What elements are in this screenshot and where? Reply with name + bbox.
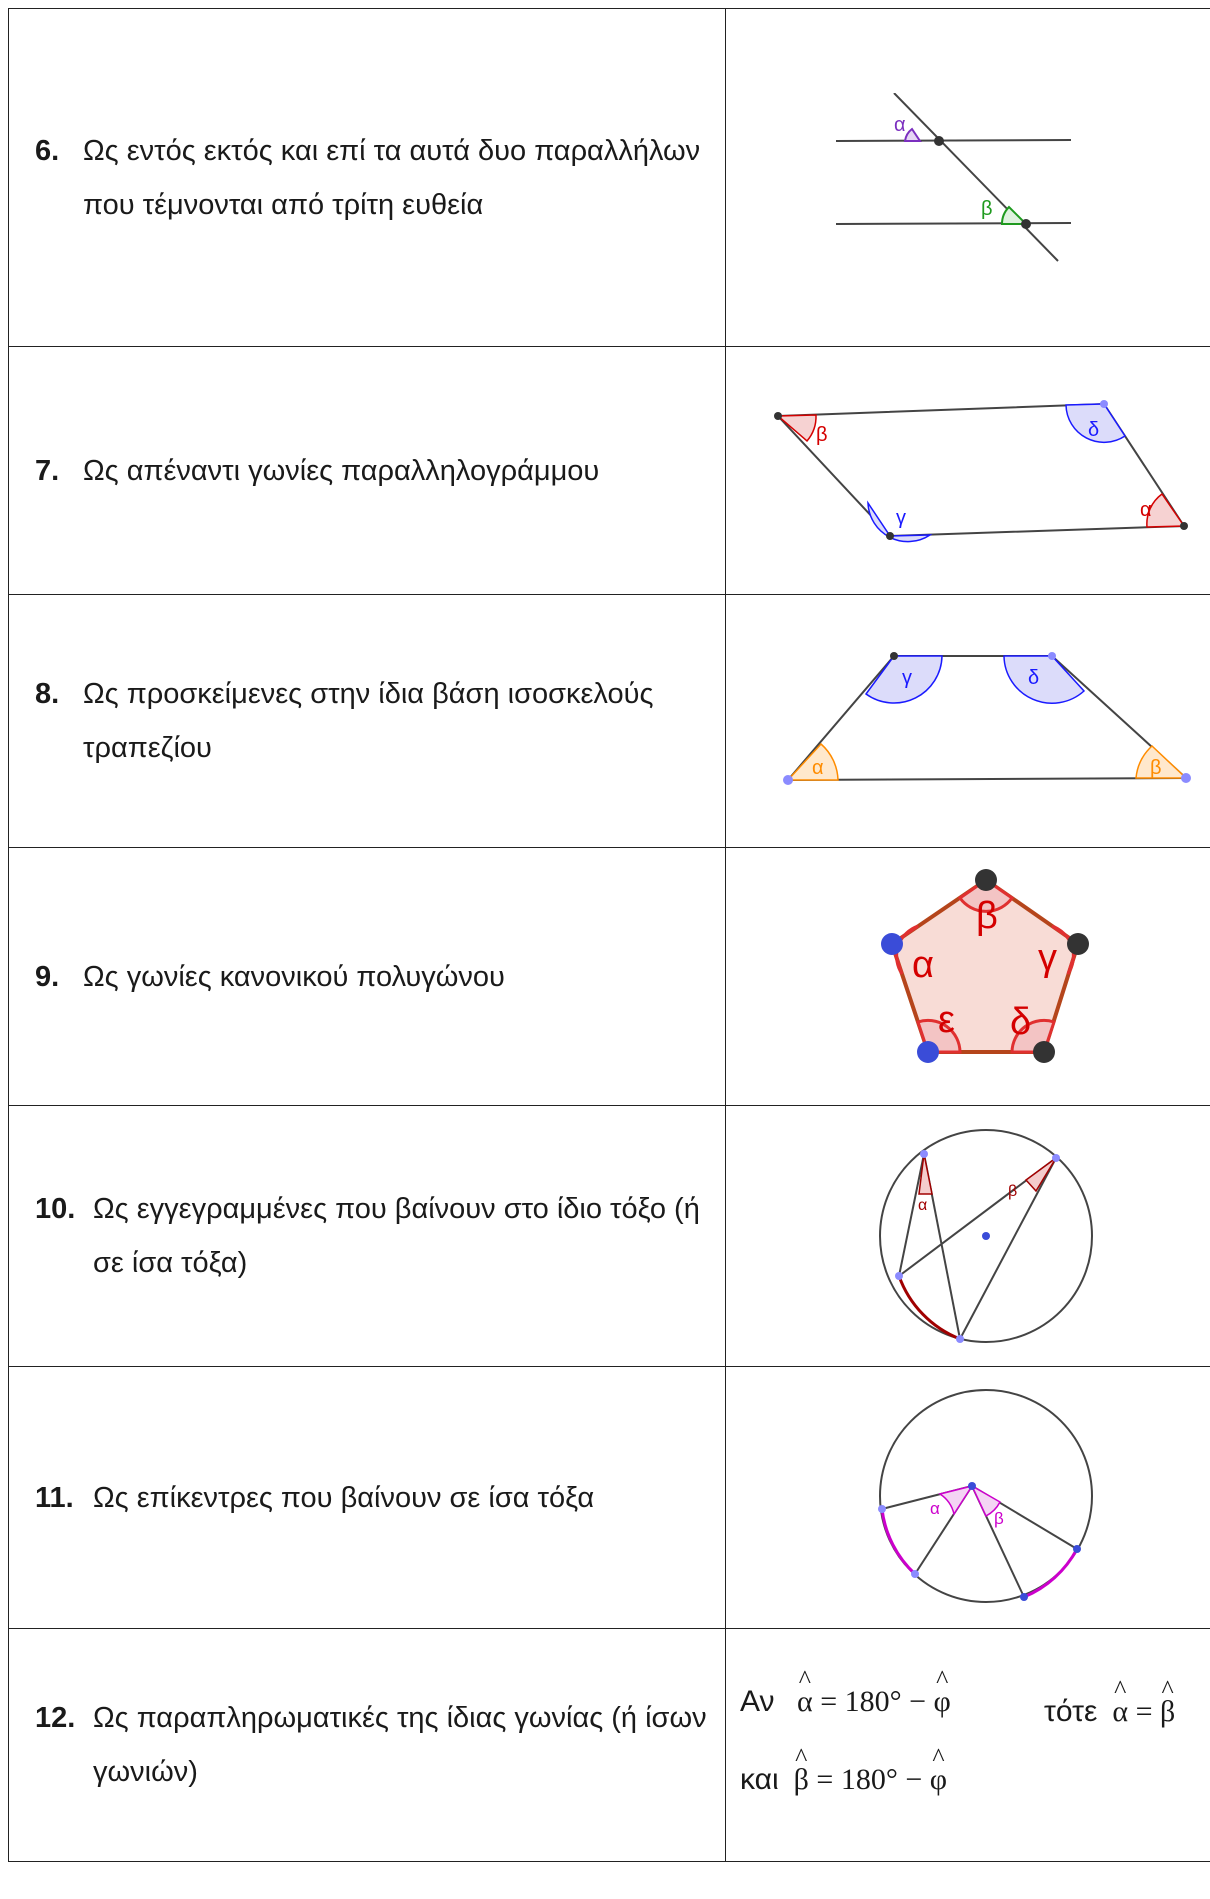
- rhs-1: = 180° −: [820, 1685, 927, 1718]
- row-text-cell: 12. Ως παραπληρωματικές της ίδιας γωνίας …: [8, 1628, 726, 1862]
- angle-label-gamma: γ: [1038, 937, 1057, 979]
- item-text: Ως εντός εκτός και επί τα αυτά δυο παραλ…: [83, 134, 701, 221]
- angle-label-alpha: α: [1140, 499, 1152, 521]
- item-text: Ως γωνίες κανονικού πολυγώνου: [83, 960, 505, 993]
- row-text-cell: 9. Ως γωνίες κανονικού πολυγώνου: [8, 847, 726, 1106]
- item-number: 8.: [35, 678, 60, 710]
- table-row: 9. Ως γωνίες κανονικού πολυγώνου β α γ ε …: [8, 847, 1210, 1106]
- table-row: 8. Ως προσκείμενες στην ίδια βάση ισοσκελ…: [8, 594, 1210, 848]
- angle-label-gamma: γ: [902, 667, 912, 689]
- angle-label-beta: β: [1150, 757, 1162, 779]
- if-word: Αν: [740, 1685, 775, 1718]
- beta-hat-1: β: [794, 1763, 809, 1797]
- item-text: Ως παραπληρωματικές της ίδιας γωνίας (ή …: [93, 1702, 707, 1788]
- angle-label-alpha: α: [912, 944, 934, 986]
- angle-label-epsilon: ε: [938, 999, 955, 1041]
- row-figure-cell: α β: [725, 1366, 1210, 1629]
- angle-label-alpha: α: [930, 1499, 940, 1518]
- angle-label-delta: δ: [1028, 667, 1039, 689]
- item-text: Ως επίκεντρες που βαίνουν σε ίσα τόξα: [93, 1481, 595, 1514]
- inscribed-angles-figure: α β: [879, 1129, 1093, 1343]
- rhs-2: = 180° −: [816, 1763, 923, 1796]
- row-text-cell: 11. Ως επίκεντρες που βαίνουν σε ίσα τόξα: [8, 1366, 726, 1629]
- angle-label-alpha: α: [894, 114, 906, 136]
- alpha-hat: α: [797, 1685, 813, 1719]
- parallelogram-figure: β δ γ α: [774, 399, 1188, 542]
- supplementary-formula: Αν α = 180° − φ και β = 180° − φ τότε α …: [726, 1645, 1210, 1845]
- angle-label-beta: β: [976, 895, 998, 937]
- item-number: 11.: [35, 1481, 74, 1514]
- table-row: 7. Ως απέναντι γωνίες παραλληλογράμμου β …: [8, 346, 1210, 595]
- row-text-cell: 6. Ως εντός εκτός και επί τα αυτά δυο παρ…: [8, 8, 726, 347]
- row-text-cell: 10. Ως εγγεγραμμένες που βαίνουν στο ίδιο…: [8, 1105, 726, 1367]
- angle-label-alpha: α: [812, 757, 824, 779]
- item-text: Ως εγγεγραμμένες που βαίνουν στο ίδιο τό…: [93, 1193, 700, 1279]
- item-text: Ως προσκείμενες στην ίδια βάση ισοσκελού…: [83, 678, 654, 764]
- beta-hat-2: β: [1160, 1695, 1175, 1729]
- item-number: 10.: [35, 1193, 76, 1225]
- isosceles-trapezoid-figure: γ δ α β: [783, 652, 1191, 785]
- row-figure-cell: α β: [725, 8, 1210, 347]
- angle-label-beta: β: [1008, 1183, 1017, 1200]
- item-number: 12.: [35, 1702, 76, 1734]
- regular-pentagon-figure: β α γ ε δ: [881, 868, 1089, 1063]
- table-row: 10. Ως εγγεγραμμένες που βαίνουν στο ίδιο…: [8, 1105, 1210, 1367]
- table-row: 12. Ως παραπληρωματικές της ίδιας γωνίας …: [8, 1628, 1210, 1862]
- row-figure-cell: β α γ ε δ: [725, 847, 1210, 1106]
- central-angles-figure: α β: [878, 1388, 1093, 1603]
- then-word: τότε: [1044, 1695, 1098, 1728]
- table-row: 6. Ως εντός εκτός και επί τα αυτά δυο παρ…: [8, 8, 1210, 347]
- equals-sign: =: [1135, 1695, 1153, 1728]
- row-text-cell: 7. Ως απέναντι γωνίες παραλληλογράμμου: [8, 346, 726, 595]
- row-math-cell: Αν α = 180° − φ και β = 180° − φ τότε α …: [725, 1628, 1210, 1862]
- item-number: 7.: [35, 454, 60, 487]
- and-word: και: [740, 1763, 779, 1796]
- item-number: 6.: [35, 134, 60, 167]
- angle-label-delta: δ: [1088, 419, 1099, 441]
- angle-label-alpha: α: [918, 1197, 927, 1214]
- angle-label-beta: β: [981, 198, 993, 220]
- row-figure-cell: α β: [725, 1105, 1210, 1367]
- angle-label-gamma: γ: [896, 507, 906, 529]
- phi-hat-1: φ: [934, 1685, 951, 1719]
- angle-label-delta: δ: [1010, 1001, 1031, 1043]
- angle-label-beta: β: [816, 424, 828, 446]
- row-text-cell: 8. Ως προσκείμενες στην ίδια βάση ισοσκελ…: [8, 594, 726, 848]
- phi-hat-2: φ: [930, 1763, 947, 1797]
- item-text: Ως απέναντι γωνίες παραλληλογράμμου: [83, 454, 600, 487]
- table-row: 11. Ως επίκεντρες που βαίνουν σε ίσα τόξα…: [8, 1366, 1210, 1629]
- alpha-hat-2: α: [1112, 1695, 1128, 1729]
- row-figure-cell: γ δ α β: [725, 594, 1210, 848]
- properties-table: 6. Ως εντός εκτός και επί τα αυτά δυο παρ…: [8, 8, 1210, 1862]
- row-figure-cell: β δ γ α: [725, 346, 1210, 595]
- item-number: 9.: [35, 960, 60, 993]
- angle-label-beta: β: [994, 1509, 1004, 1528]
- parallel-lines-figure: α β: [836, 92, 1072, 262]
